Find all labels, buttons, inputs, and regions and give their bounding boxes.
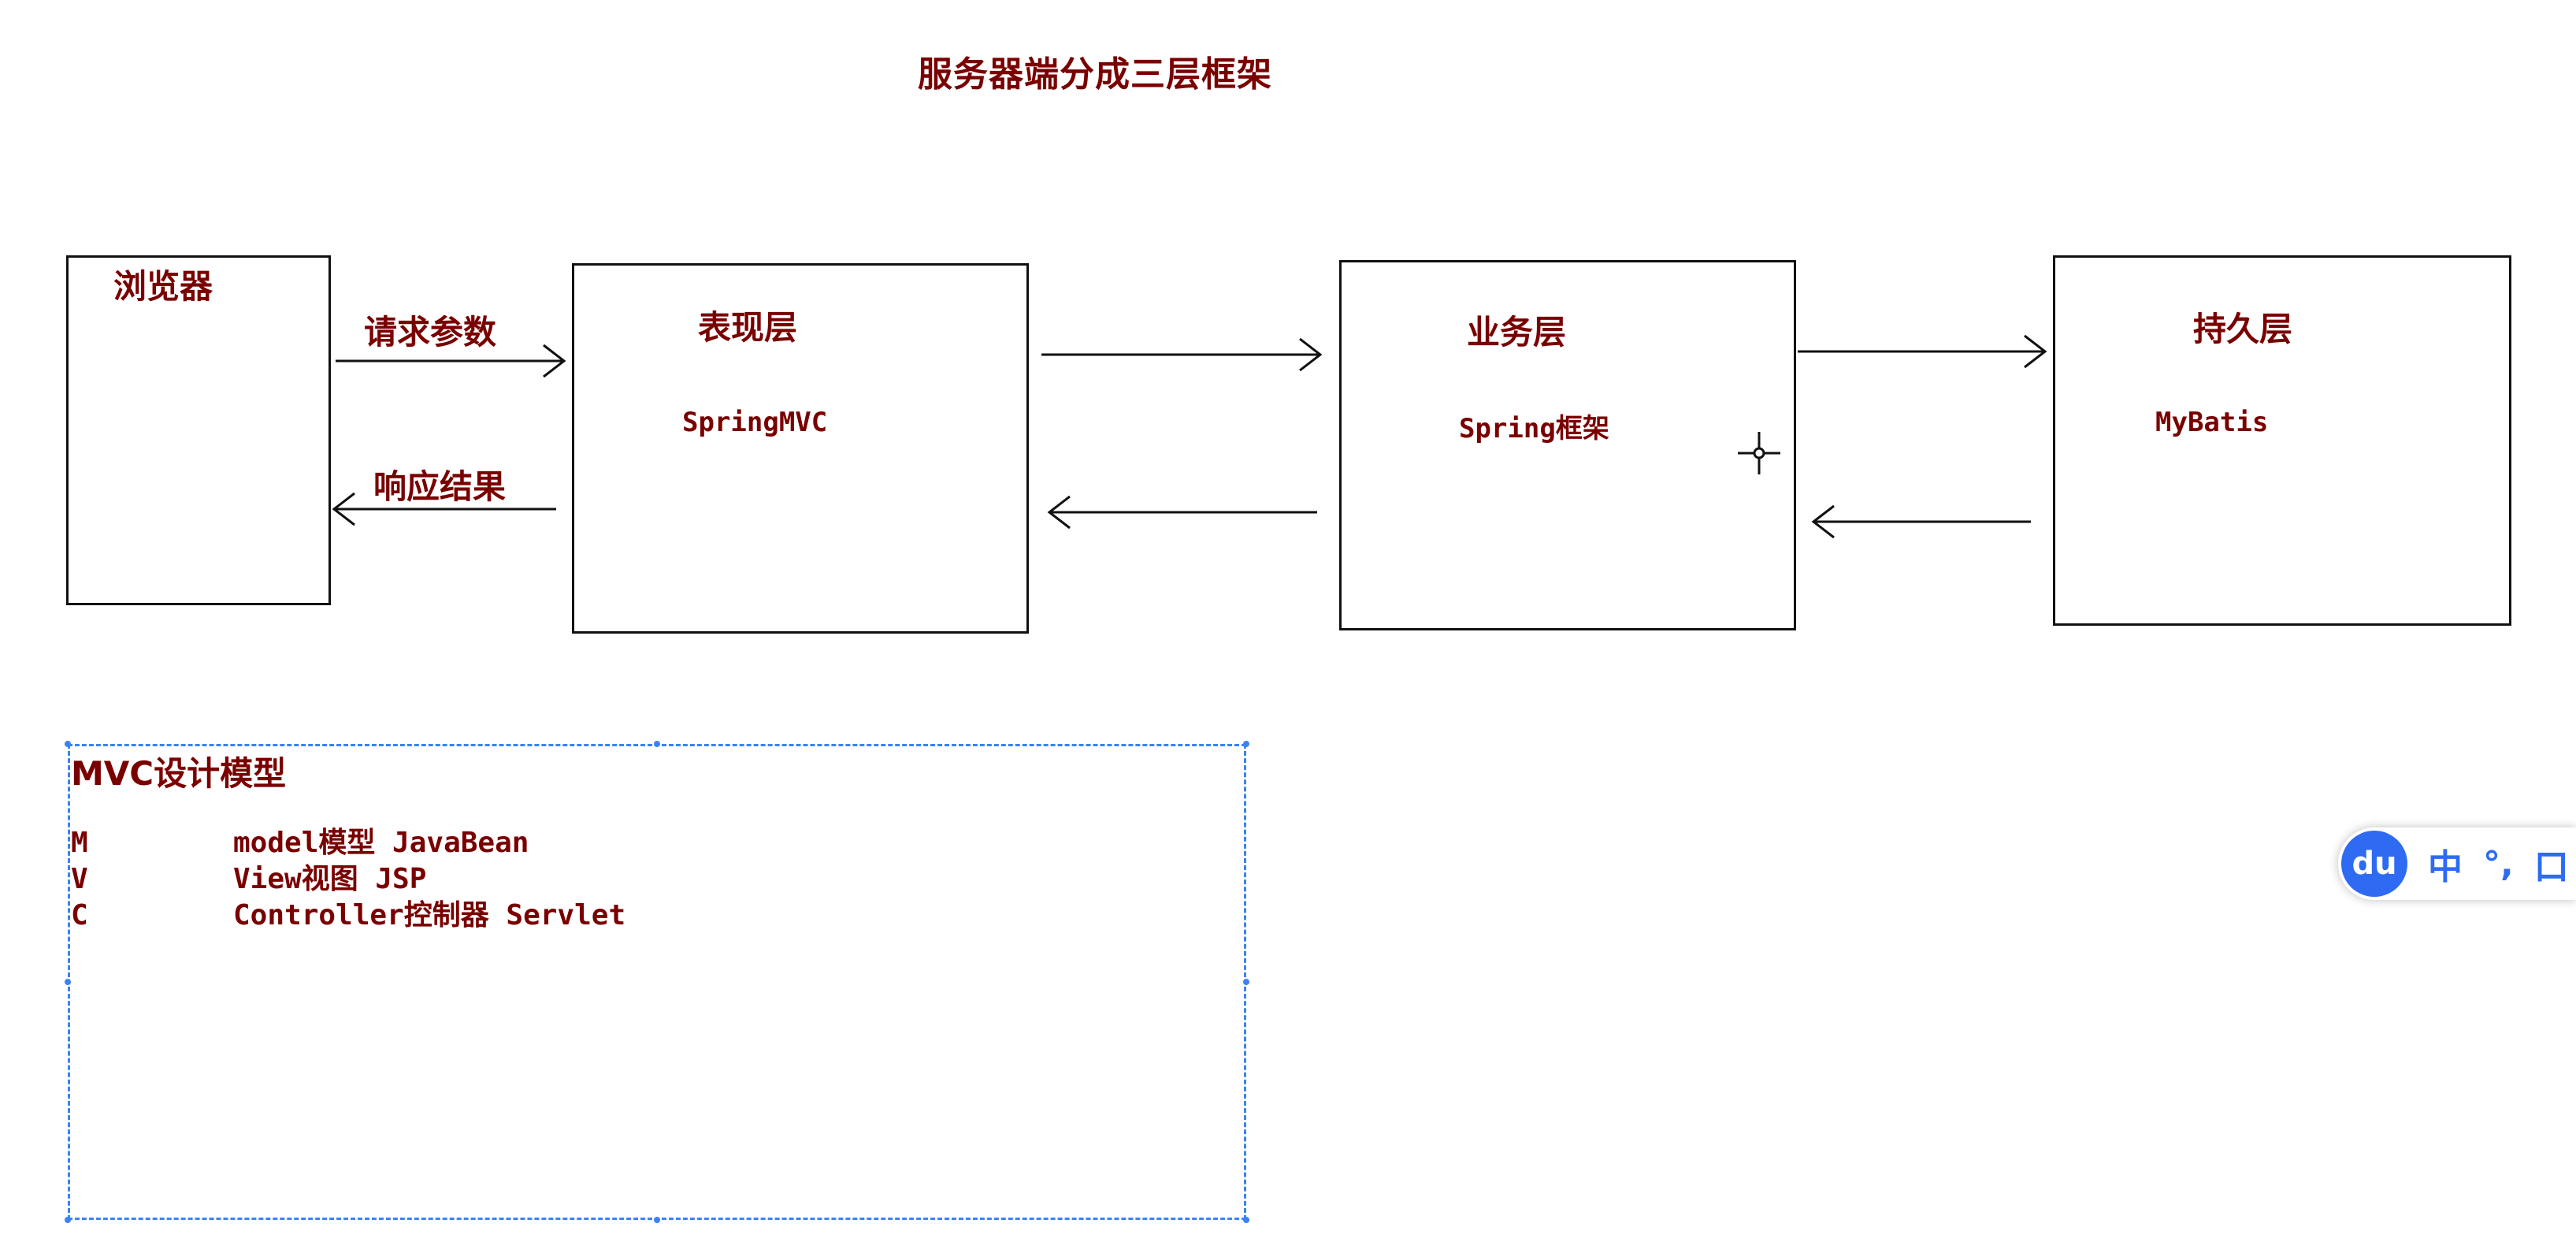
mvc-value: model模型 JavaBean	[233, 827, 529, 859]
ime-punctuation-toggle[interactable]: °,	[2483, 843, 2514, 884]
diagram-title: 服务器端分成三层框架	[918, 54, 1272, 95]
presentation-to-business-arrow	[1041, 337, 1323, 372]
persistence-layer-box[interactable]	[2053, 255, 2511, 626]
presentation-layer-tech: SpringMVC	[682, 407, 828, 438]
mvc-key: M	[71, 827, 88, 859]
business-layer-label: 业务层	[1467, 313, 1567, 351]
ime-toolbar[interactable]: du 中 °, 口	[2338, 827, 2576, 900]
mvc-key: V	[71, 863, 88, 895]
resize-handle-top-left[interactable]	[65, 741, 71, 747]
persistence-to-business-arrow	[1811, 504, 2031, 539]
mvc-text-frame[interactable]	[68, 744, 1246, 1220]
response-arrow	[332, 492, 556, 526]
presentation-layer-box[interactable]	[572, 263, 1029, 634]
resize-handle-middle-right[interactable]	[1243, 979, 1249, 985]
request-arrow	[336, 344, 566, 378]
ime-mode-toggle[interactable]: 口	[2533, 847, 2569, 887]
response-label: 响应结果	[373, 467, 507, 506]
resize-handle-top-right[interactable]	[1243, 741, 1249, 747]
request-label: 请求参数	[364, 313, 497, 351]
mvc-title: MVC设计模型	[71, 754, 287, 793]
persistence-layer-label: 持久层	[2193, 310, 2293, 348]
presentation-layer-label: 表现层	[698, 308, 798, 347]
business-layer-tech: Spring框架	[1459, 413, 1609, 444]
resize-handle-bottom-middle[interactable]	[654, 1217, 660, 1223]
browser-box[interactable]	[66, 255, 331, 605]
business-to-persistence-arrow	[1798, 334, 2047, 369]
business-to-presentation-arrow	[1047, 495, 1317, 530]
ime-language-toggle[interactable]: 中	[2428, 847, 2463, 887]
resize-handle-middle-left[interactable]	[65, 979, 71, 985]
business-layer-box[interactable]	[1339, 260, 1796, 630]
persistence-layer-tech: MyBatis	[2155, 407, 2269, 438]
mvc-row-controller: C Controller控制器 Servlet	[71, 892, 625, 933]
resize-handle-bottom-right[interactable]	[1243, 1217, 1249, 1223]
mvc-value: Controller控制器 Servlet	[233, 899, 626, 931]
mvc-value: View视图 JSP	[233, 863, 427, 895]
mvc-row-view: V View视图 JSP	[71, 856, 426, 897]
browser-label: 浏览器	[113, 267, 213, 306]
mvc-key: C	[71, 899, 88, 931]
resize-handle-bottom-left[interactable]	[65, 1217, 71, 1223]
resize-handle-top-middle[interactable]	[654, 741, 660, 747]
crosshair-cursor-icon	[1738, 432, 1780, 474]
baidu-ime-logo-icon[interactable]: du	[2341, 831, 2407, 897]
